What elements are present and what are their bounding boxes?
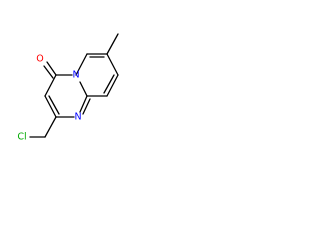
bond-c7-c8 [106, 53, 119, 76]
bond-c2-ch2 [44, 116, 57, 138]
bond-c4-o [46, 61, 57, 76]
atom-cl-label: Cl [17, 132, 26, 143]
bond-c8-c9-double [103, 74, 115, 94]
bond-n3-c9a [79, 95, 88, 113]
bond-c9a-n1 [79, 81, 88, 97]
bond-c3-c2-double [48, 95, 60, 115]
atom-n3-label: N [74, 112, 81, 123]
bond-c3-c2 [44, 95, 57, 118]
bond-c4-c3 [44, 74, 57, 97]
bond-c4-o-double [43, 65, 54, 79]
atom-o-label: O [36, 54, 43, 65]
bond-n1-c6 [75, 53, 88, 76]
molecule-diagram: O N N Cl [17, 33, 119, 143]
atom-n1-label: N [72, 70, 79, 81]
bond-c8-c9 [106, 74, 119, 97]
bond-c7-methyl [106, 33, 119, 55]
bond-n3-c9a-double [82, 98, 91, 115]
structure-canvas: O N N Cl [0, 0, 150, 150]
